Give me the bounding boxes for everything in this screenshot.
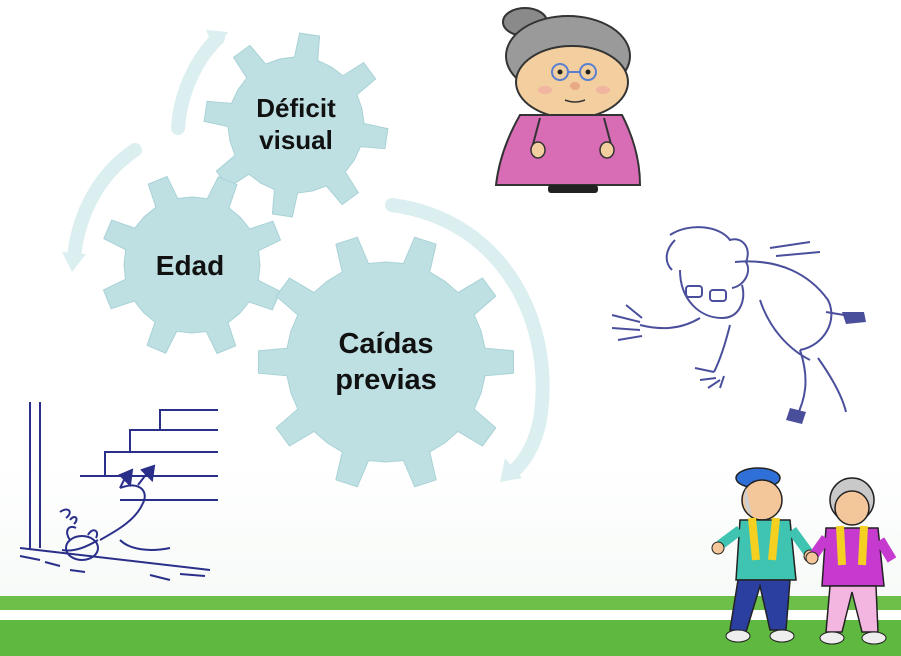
ground-stripe-gap (0, 610, 901, 620)
ground-stripe-lower (0, 620, 901, 656)
gear-edad-label: Edad (156, 250, 224, 281)
walking-couple-image (711, 467, 897, 645)
ground-stripe-upper (0, 596, 901, 610)
cycle-arrow-top (171, 31, 225, 135)
cycle-arrow-left (67, 143, 142, 265)
cycle-arrows (62, 30, 550, 482)
grandmother-cartoon-image (494, 7, 642, 193)
cycle-arrow-right (385, 198, 550, 477)
fallen-man-stairs-image (19, 402, 218, 581)
stumbling-woman-image (606, 222, 879, 434)
gear-deficit (203, 32, 389, 218)
gear-caidas (258, 236, 514, 488)
gear-edad (102, 175, 282, 355)
